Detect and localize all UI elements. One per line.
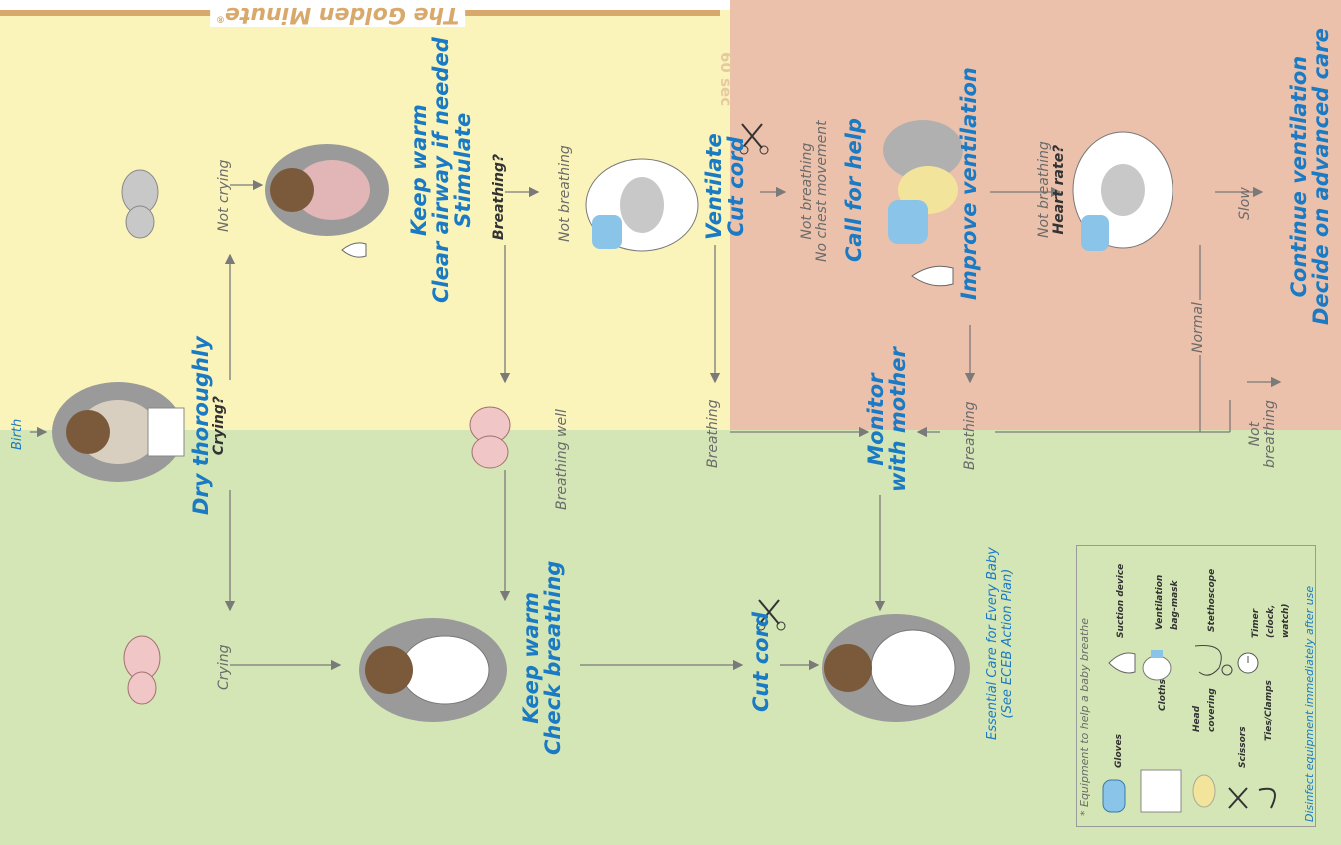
crying-question: Crying? xyxy=(211,395,227,456)
ventilate-baby-illustration xyxy=(582,145,700,255)
scissors-icon xyxy=(738,120,772,156)
continue-line2: Decide on advanced care xyxy=(1309,28,1333,325)
stethoscope-icon xyxy=(1189,638,1239,684)
legend-timer: Timer (clock, watch) xyxy=(1251,603,1291,638)
timer-icon xyxy=(1235,650,1261,676)
breathing-question: Breathing? xyxy=(491,153,507,240)
baby-not-crying-illustration xyxy=(110,162,170,242)
suction-icon xyxy=(340,240,368,260)
improve-ventilation-label: Improve ventilation xyxy=(957,67,981,300)
essential-care-label: Essential Care for Every Baby (See ECEB … xyxy=(985,547,1015,740)
essential-line1: Essential Care for Every Baby xyxy=(985,547,1000,740)
not-crying-label: Not crying xyxy=(216,159,232,232)
ventilate-line2: Cut cord xyxy=(724,136,748,237)
continue-line1: Continue ventilation xyxy=(1287,55,1311,298)
clear-airway-line2: Clear airway if needed xyxy=(429,37,453,303)
gloves-icon xyxy=(1097,776,1131,816)
not-breathing2-line2: breathing xyxy=(1262,400,1278,468)
birth-label: Birth xyxy=(10,418,25,450)
crying-label: Crying xyxy=(216,644,232,690)
breathing2-label: Breathing xyxy=(962,401,978,470)
legend-bag-mask: Ventilation bag-mask xyxy=(1155,574,1180,630)
legend-ties: Ties/Clamps xyxy=(1264,680,1274,741)
mother-drying-illustration xyxy=(48,378,188,486)
ventilate-line1: Ventilate xyxy=(702,133,726,240)
clear-airway-step: Keep warm Clear airway if needed Stimula… xyxy=(407,37,475,303)
heart-rate-line1: Not breathing xyxy=(1036,141,1052,238)
head-covering-icon xyxy=(1189,772,1219,810)
dry-title: Dry thoroughly xyxy=(189,336,213,515)
no-chest-line1: Not breathing xyxy=(799,142,815,240)
legend-suction-icon xyxy=(1107,650,1137,676)
ventilate-step: Ventilate Cut cord xyxy=(702,133,748,240)
suction-device-icon xyxy=(910,262,955,290)
salmon-zone xyxy=(730,0,1341,430)
not-breathing-label: Not breathing xyxy=(557,145,573,242)
heart-rate-label: Not breathing Heart rate? xyxy=(1036,141,1067,238)
call-help-label: Call for help xyxy=(842,118,866,262)
legend-scissors-icon xyxy=(1225,784,1255,814)
monitor-line1: Monitor xyxy=(864,373,888,466)
legend-footer: Disinfect equipment immediately after us… xyxy=(1303,585,1316,822)
mother-clear-airway-illustration xyxy=(262,140,392,240)
legend-scissors: Scissors xyxy=(1238,726,1248,768)
clear-airway-line3: Stimulate xyxy=(451,112,475,228)
no-chest-line2: No chest movement xyxy=(814,120,830,262)
slow-label: Slow xyxy=(1237,187,1253,220)
legend-stethoscope: Stethoscope xyxy=(1207,568,1217,632)
mother-check-breathing-illustration xyxy=(355,615,510,725)
clear-airway-line1: Keep warm xyxy=(407,104,431,237)
legend-head-covering: Head covering xyxy=(1192,688,1217,732)
breathing-well-label: Breathing well xyxy=(554,409,570,510)
green-zone xyxy=(0,430,1341,845)
heart-rate-line2: Heart rate? xyxy=(1051,144,1067,235)
essential-line2: (See ECEB Action Plan) xyxy=(1000,568,1015,719)
keep-warm-check-step: Keep warm Check breathing xyxy=(519,560,565,755)
legend-suction: Suction device xyxy=(1116,563,1126,638)
ties-icon xyxy=(1255,784,1289,814)
keep-warm-line2: Check breathing xyxy=(541,560,565,755)
baby-breathing-well-illustration xyxy=(455,400,525,475)
cloth-icon xyxy=(1137,766,1185,816)
mother-monitor-illustration xyxy=(818,610,973,725)
equipment-legend: * Equipment to help a baby breathe Disin… xyxy=(1076,545,1316,827)
legend-gloves: Gloves xyxy=(1114,734,1124,768)
dry-step: Dry thoroughly Crying? xyxy=(189,336,227,515)
normal-label: Normal xyxy=(1190,300,1206,355)
not-breathing2-label: Not breathing xyxy=(1247,400,1278,468)
scissors-icon-2 xyxy=(755,596,789,632)
bag-mask-icon xyxy=(1137,646,1177,686)
legend-title: * Equipment to help a baby breathe xyxy=(1078,617,1091,816)
not-breathing2-line1: Not xyxy=(1247,421,1263,447)
cut-cord-label: Cut cord xyxy=(749,612,773,712)
monitor-line2: with mother xyxy=(886,347,910,492)
breathing-label: Breathing xyxy=(705,399,721,468)
baby-crying-illustration xyxy=(112,628,172,708)
heart-rate-illustration xyxy=(1063,125,1174,260)
call-help-illustration xyxy=(868,110,968,250)
keep-warm-line1: Keep warm xyxy=(519,591,543,724)
monitor-step: Monitor with mother xyxy=(864,347,910,492)
continue-step: Continue ventilation Decide on advanced … xyxy=(1287,28,1333,325)
no-chest-label: Not breathing No chest movement xyxy=(799,120,830,262)
